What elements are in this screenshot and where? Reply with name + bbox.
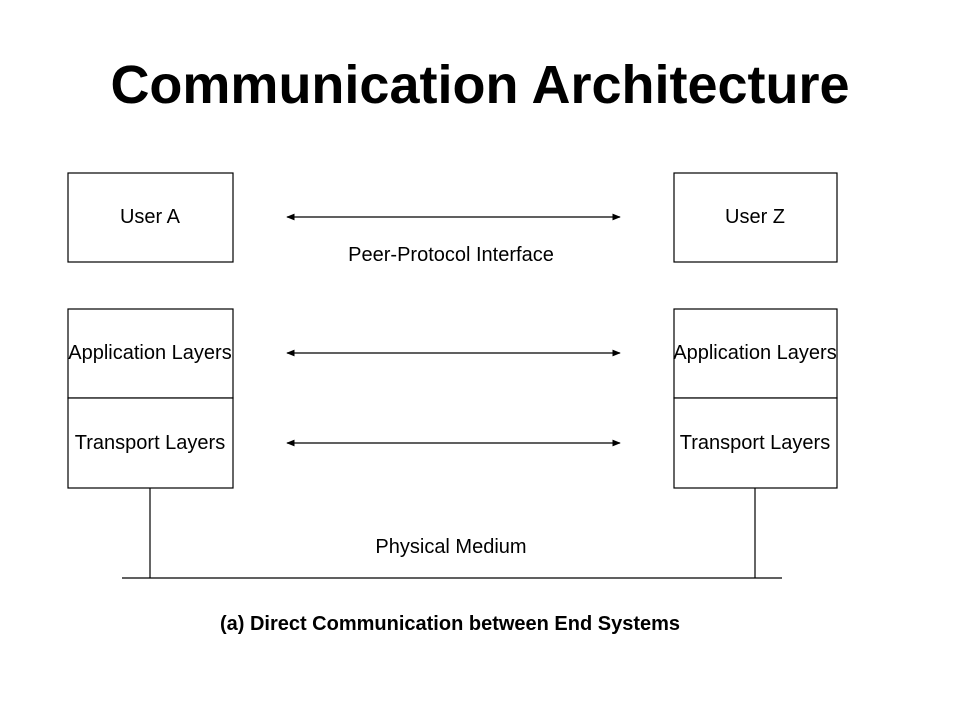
- user-a-box: [67, 172, 234, 263]
- left-application-layers-box: [67, 308, 234, 399]
- right-transport-layers-label: Transport Layers: [680, 432, 830, 454]
- slide-title: Communication Architecture: [110, 55, 850, 115]
- user-z-label: User Z: [725, 206, 785, 228]
- physical-medium-label: Physical Medium: [375, 536, 526, 558]
- diagram-caption: (a) Direct Communication between End Sys…: [220, 613, 680, 635]
- right-application-layers-label: Application Layers: [673, 342, 836, 364]
- user-a-label: User A: [120, 206, 181, 228]
- left-transport-layers-label: Transport Layers: [75, 432, 225, 454]
- left-application-layers-label: Application Layers: [68, 342, 231, 364]
- user-z-box: [673, 172, 838, 263]
- peer-protocol-label: Peer-Protocol Interface: [348, 244, 554, 266]
- left-transport-layers-box: [67, 397, 234, 489]
